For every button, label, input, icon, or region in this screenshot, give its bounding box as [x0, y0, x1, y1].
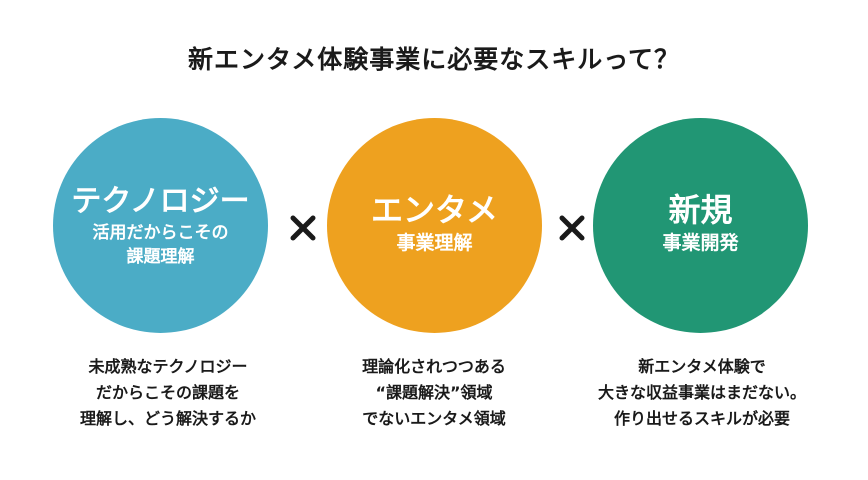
- new-business-description-line2: 大きな収益事業はまだない。: [597, 383, 806, 402]
- entertainment-description-line1: 理論化されつつある: [362, 357, 506, 376]
- technology-description-line3: 理解し、どう解決するか: [79, 409, 256, 428]
- entertainment-description: 理論化されつつある “課題解決”領域 でないエンタメ領域: [304, 354, 564, 432]
- technology-circle: テクノロジー 活用だからこその 課題理解: [53, 118, 268, 333]
- new-business-description-line1: 新エンタメ体験で: [638, 357, 766, 376]
- new-business-circle: 新規 事業開発: [593, 118, 808, 333]
- entertainment-circle: エンタメ 事業理解: [327, 118, 542, 333]
- page-title: 新エンタメ体験事業に必要なスキルって？: [187, 45, 680, 74]
- entertainment-description-line2: “課題解決”領域: [375, 383, 493, 402]
- entertainment-description-line3: でないエンタメ領域: [362, 409, 506, 428]
- technology-description-line1: 未成熟なテクノロジー: [88, 357, 248, 376]
- new-business-circle-subtitle: 事業開発: [662, 231, 739, 254]
- times-icon: [290, 215, 316, 241]
- new-business-description-line3: 作り出せるスキルが必要: [613, 409, 790, 428]
- times-icon: [559, 215, 585, 241]
- technology-circle-subtitle-line1: 活用だからこその: [92, 222, 229, 243]
- technology-description: 未成熟なテクノロジー だからこその課題を 理解し、どう解決するか: [38, 354, 298, 432]
- technology-circle-subtitle-line2: 課題理解: [126, 246, 195, 267]
- entertainment-circle-subtitle: 事業理解: [396, 231, 473, 254]
- technology-circle-title: テクノロジー: [71, 183, 250, 219]
- new-business-circle-title: 新規: [668, 190, 733, 229]
- entertainment-circle-title: エンタメ: [370, 190, 499, 229]
- technology-description-line2: だからこその課題を: [95, 383, 240, 402]
- new-business-description: 新エンタメ体験で 大きな収益事業はまだない。 作り出せるスキルが必要: [572, 354, 832, 432]
